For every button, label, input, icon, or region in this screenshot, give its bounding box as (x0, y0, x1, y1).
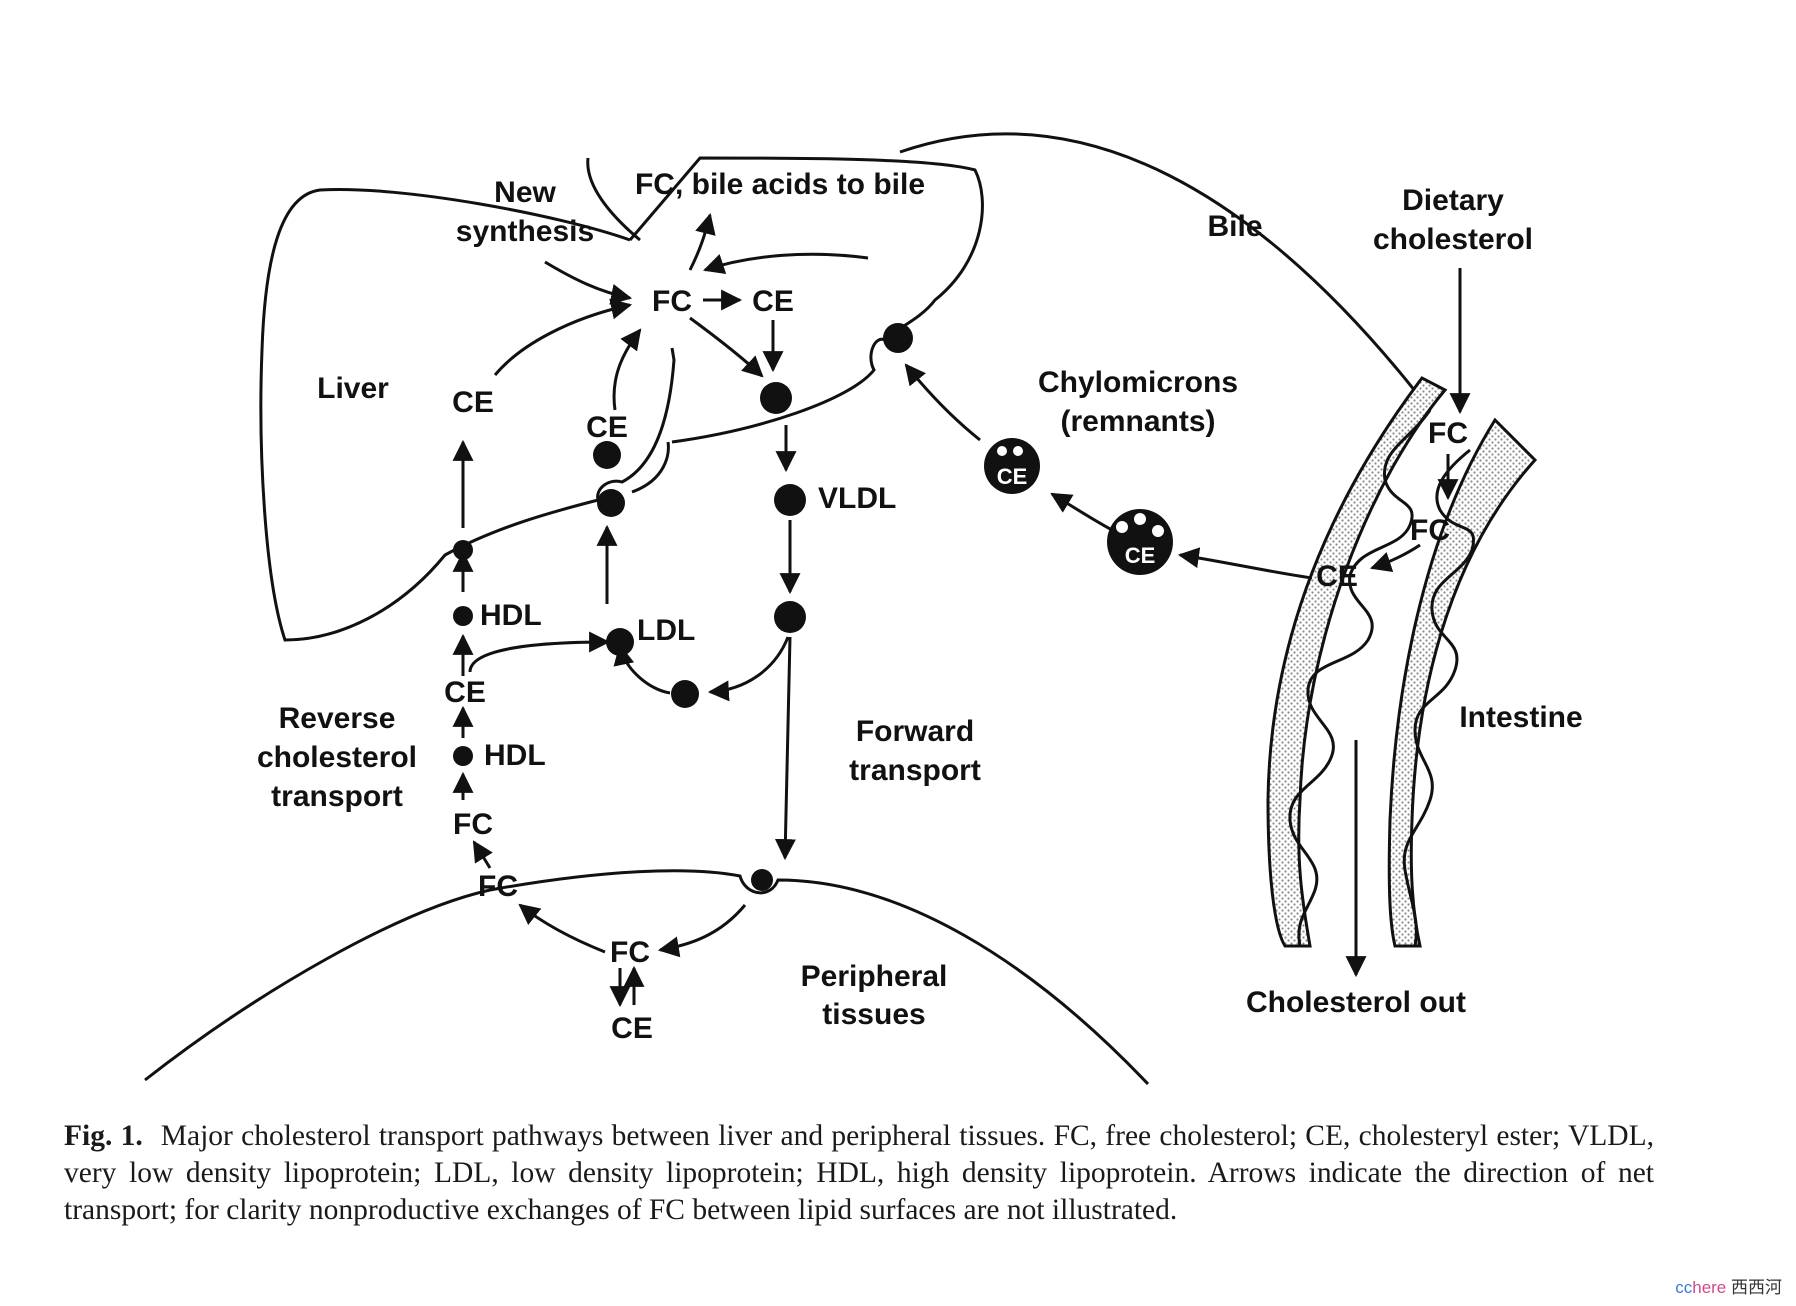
bile-label: Bile (1207, 210, 1262, 243)
figure-number: Fig. 1. (64, 1120, 143, 1152)
new-synthesis-line1: New (494, 176, 556, 209)
bile-duct (899, 132, 1432, 411)
peripheral-label-1: Peripheral (801, 960, 948, 993)
peripheral-tissue-boundary (144, 869, 1150, 1086)
reverse-label-3: transport (271, 780, 403, 813)
ce-periph-label: CE (611, 1012, 653, 1045)
peripheral-label-2: tissues (822, 998, 925, 1031)
vldl-particle (774, 484, 806, 516)
liver-hdl-entry-particle (453, 540, 473, 560)
idl-particle (774, 601, 806, 633)
figure-caption: Fig. 1.Major cholesterol transport pathw… (64, 1118, 1654, 1229)
dietary-label-1: Dietary (1402, 184, 1504, 217)
intestine-wall (1266, 376, 1448, 948)
chylomicron-remnant: CE (984, 438, 1040, 494)
chylomicrons-label-1: Chylomicrons (1038, 366, 1238, 399)
reverse-label-1: Reverse (279, 702, 396, 735)
watermark-site: 西西河 (1731, 1278, 1782, 1297)
fc-upper-label: FC (453, 808, 493, 841)
watermark: cchere 西西河 (1675, 1273, 1782, 1298)
ldl-label: LDL (637, 614, 695, 647)
dietary-label-2: cholesterol (1373, 223, 1533, 256)
intestine-villi (1288, 409, 1432, 947)
ldl-particle (606, 628, 634, 656)
reverse-label-2: cholesterol (257, 741, 417, 774)
watermark-here: here (1692, 1278, 1727, 1297)
fc-periph-label: FC (610, 936, 650, 969)
figure-caption-text: Major cholesterol transport pathways bet… (64, 1120, 1654, 1226)
forward-label-1: Forward (856, 715, 974, 748)
liver-fc-label: FC (652, 285, 692, 318)
bile-out-label: FC, bile acids to bile (635, 168, 925, 201)
liver-lower-lobe (631, 441, 670, 494)
liver-exit-particle (883, 323, 913, 353)
hdl-lower-label: HDL (484, 739, 546, 772)
vldl-label: VLDL (818, 482, 896, 515)
intestine-outer-wall (1387, 417, 1538, 948)
intestine-ce-label: CE (1316, 560, 1358, 593)
liver-ce-top-label: CE (752, 285, 794, 318)
hdl-lower-particle (453, 746, 473, 766)
liver-particle-vldl-precursor (760, 382, 792, 414)
liver-ce-particle (593, 441, 621, 469)
forward-label-2: transport (849, 754, 981, 787)
new-synthesis-line2: synthesis (456, 215, 594, 248)
liver-ce-left-label: CE (452, 386, 494, 419)
fc-mid-label: FC (478, 870, 518, 903)
intestine-region-label: Intestine (1459, 701, 1582, 734)
hdl-upper-particle (453, 606, 473, 626)
liver-ce-mid-label: CE (586, 411, 628, 444)
liver-outline (259, 156, 984, 642)
chylo-ce-label: CE (1125, 543, 1156, 568)
ce-between-label: CE (444, 676, 486, 709)
intestine-villi-2 (1402, 448, 1475, 947)
remnant-particle (671, 680, 699, 708)
chylomicron: CE (1107, 509, 1173, 575)
liver-region-label: Liver (317, 372, 389, 405)
liver-uptake-particle (597, 489, 625, 517)
chylo-remnant-ce-label: CE (997, 464, 1028, 489)
chylomicrons-label-2: (remnants) (1060, 405, 1215, 438)
cholesterol-out-label: Cholesterol out (1246, 986, 1466, 1019)
peripheral-entry-particle (751, 869, 773, 891)
intestine-fc-mid-label: FC (1410, 514, 1450, 547)
watermark-cc: cc (1675, 1278, 1693, 1297)
intestine-fc-top-label: FC (1428, 417, 1468, 450)
hdl-upper-label: HDL (480, 599, 542, 632)
liver-inner-lobe (586, 157, 641, 242)
